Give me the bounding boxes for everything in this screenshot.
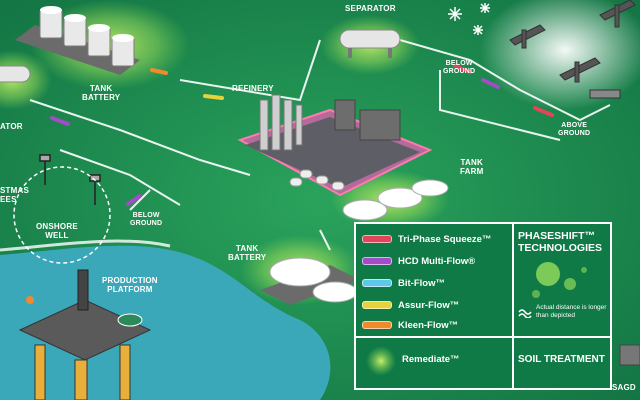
legend-item-bit-flow: Bit-Flow™ [362, 274, 512, 292]
refinery-complex [237, 94, 433, 197]
legend-divider-vertical-lower [512, 338, 514, 388]
legend-swatch [362, 257, 392, 265]
label-production-platform: PRODUCTION PLATFORM [102, 276, 158, 294]
distance-note: Actual distance is longer than depicted [536, 304, 607, 319]
label-sagd: SAGD [612, 383, 636, 392]
tank-battery-top [15, 6, 140, 75]
label-christmas-trees: STMAS EES [0, 186, 29, 204]
legend-swatch [362, 235, 392, 243]
label-tank-battery-mid: TANK BATTERY [228, 244, 267, 262]
legend-label: Kleen-Flow™ [398, 319, 459, 331]
legend-divider-horizontal [356, 336, 610, 338]
phaseshift-technologies-title: PHASESHIFT™ TECHNOLOGIES [518, 230, 603, 254]
pipe-markers [50, 64, 554, 206]
label-separator: SEPARATOR [345, 4, 396, 13]
label-above-ground: ABOVE GROUND [558, 122, 591, 137]
legend-swatch [362, 301, 392, 309]
label-tank-battery-top: TANK BATTERY [82, 84, 121, 102]
sagd-structure [619, 344, 640, 366]
label-refinery: REFINERY [232, 84, 274, 93]
legend-label: Bit-Flow™ [398, 277, 445, 289]
legend-label: Assur-Flow™ [398, 299, 460, 311]
legend-label: Tri-Phase Squeeze™ [398, 233, 492, 245]
label-tank-farm: TANK FARM [460, 158, 484, 176]
production-platform [18, 269, 152, 400]
technology-dots-icon [532, 262, 587, 298]
separator-left-vessel [0, 65, 31, 83]
legend-item-kleen-flow: Kleen-Flow™ [362, 316, 512, 334]
legend-item-hcd-multiflow: HCD Multi-Flow® [362, 252, 512, 270]
legend-divider-vertical [512, 224, 514, 336]
tank-battery-mid [260, 257, 360, 305]
break-line-icon [518, 309, 532, 318]
remediate-glow-icon [366, 346, 396, 376]
soil-treatment-title: SOIL TREATMENT [518, 354, 605, 365]
label-onshore-well: ONSHORE WELL [36, 222, 78, 240]
label-below-ground-mid: BELOW GROUND [130, 212, 163, 227]
legend-swatch [362, 279, 392, 287]
glow-wells [480, 0, 640, 110]
separator-vessel [339, 29, 401, 58]
legend-panel: Tri-Phase Squeeze™ HCD Multi-Flow® Bit-F… [354, 222, 612, 390]
snowflake-icons [448, 3, 490, 35]
pipelines [29, 39, 611, 251]
remediate-label: Remediate™ [402, 354, 460, 365]
legend-label: HCD Multi-Flow® [398, 255, 476, 267]
tank-farm [342, 179, 449, 221]
pumpjack-wells [509, 0, 636, 99]
legend-item-assur-flow: Assur-Flow™ [362, 296, 512, 314]
label-below-ground-top: BELOW GROUND [443, 60, 476, 75]
legend-item-tri-phase: Tri-Phase Squeeze™ [362, 230, 512, 248]
onshore-well-boundary [13, 166, 111, 264]
label-separator-left: ATOR [0, 122, 23, 131]
legend-swatch [362, 321, 392, 329]
